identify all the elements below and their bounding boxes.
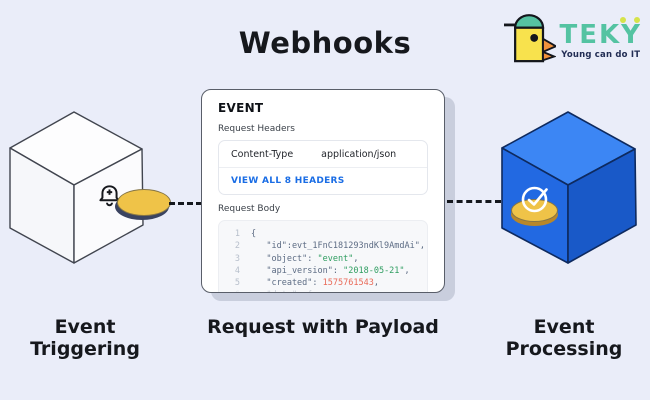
event-token-coin bbox=[117, 189, 171, 216]
bird-mascot-icon bbox=[503, 14, 556, 63]
teky-logo: TEKY Young can do IT bbox=[503, 8, 642, 66]
code-line: 6 "data": { bbox=[227, 289, 419, 292]
brand-tagline: Young can do IT bbox=[561, 50, 641, 60]
view-all-headers-link[interactable]: VIEW ALL 8 HEADERS bbox=[231, 176, 345, 186]
brand-dot-icon bbox=[620, 17, 626, 23]
code-line: 4 "api_version": "2018-05-21", bbox=[234, 265, 410, 276]
header-value: application/json bbox=[321, 149, 397, 160]
code-line: 1{ bbox=[234, 229, 257, 239]
check-circle-icon bbox=[521, 186, 548, 213]
code-line: 2 "id":evt_1FnC181293ndKl9AmdAi", bbox=[234, 241, 425, 252]
code-line: 3 "object": "event", bbox=[234, 253, 359, 264]
event-processing-cube bbox=[501, 111, 637, 264]
step-label-event-processing: Event Processing bbox=[505, 316, 623, 360]
code-box: 1{ 2 "id":evt_1FnC181293ndKl9AmdAi",3 "ob… bbox=[218, 220, 428, 292]
step-label-event-triggering: Event Triggering bbox=[30, 316, 140, 360]
brand-name: TEKY bbox=[559, 20, 642, 50]
request-body-label: Request Body bbox=[218, 204, 281, 214]
divider bbox=[219, 167, 427, 168]
event-triggering-cube bbox=[9, 111, 144, 264]
code-line: 5 "created": 1575761543, bbox=[234, 278, 379, 289]
logo-text: TEKY Young can do IT bbox=[560, 8, 642, 60]
page-title: Webhooks bbox=[238, 26, 412, 60]
event-payload-card: EVENT Request Headers Content-Type appli… bbox=[201, 89, 445, 293]
step-label-request-with-payload: Request with Payload bbox=[207, 316, 439, 338]
brand-dot-icon bbox=[634, 17, 640, 23]
bell-icon bbox=[99, 185, 120, 207]
headers-box: Content-Type application/json VIEW ALL 8… bbox=[218, 140, 428, 195]
card-title: EVENT bbox=[218, 101, 264, 115]
connector-left bbox=[169, 202, 202, 205]
connector-right bbox=[447, 200, 501, 203]
header-name: Content-Type bbox=[231, 149, 294, 160]
request-headers-label: Request Headers bbox=[218, 124, 295, 134]
header-row: Content-Type application/json bbox=[219, 141, 427, 167]
